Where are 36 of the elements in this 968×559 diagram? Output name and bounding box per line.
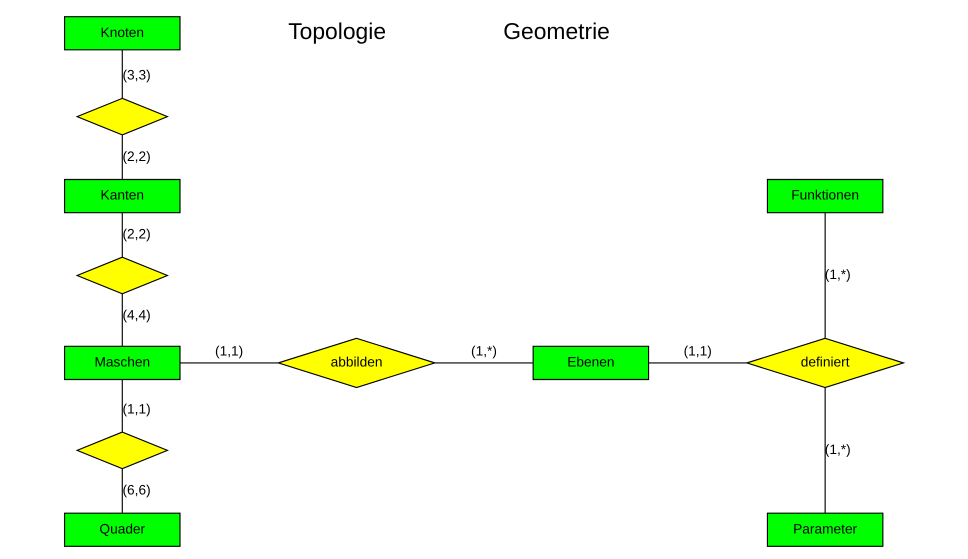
node-diamond [76, 256, 169, 294]
node-box: Kanten [64, 178, 181, 214]
connector [122, 380, 123, 432]
node-diamond [76, 431, 169, 470]
edge-label: (6,6) [122, 482, 151, 498]
edge-label: (1,1) [684, 344, 712, 359]
node-diamond [76, 98, 169, 136]
edge-label: (3,3) [122, 68, 151, 83]
edge-label: (1,1) [122, 401, 151, 416]
connector [122, 294, 123, 346]
node-box: Maschen [64, 346, 181, 380]
connector [122, 212, 123, 258]
connector [824, 388, 826, 513]
edge-label: (1,1) [215, 344, 244, 359]
edge-label: (4,4) [122, 308, 151, 323]
edge-label: (2,2) [122, 226, 151, 242]
edge-label: (2,2) [122, 148, 151, 164]
label: Topologie [288, 18, 386, 44]
node-box: Knoten [64, 16, 181, 50]
edge-label: (1,*) [824, 267, 851, 282]
connector [122, 135, 123, 180]
node-box: Parameter [766, 512, 884, 547]
node-diamond: abbilden [276, 338, 437, 388]
label: Geometrie [503, 18, 610, 44]
edge-label: (1,*) [471, 344, 497, 359]
connector [824, 212, 826, 338]
connector [648, 362, 747, 364]
node-box: Quader [64, 512, 181, 547]
edge-label: (1,*) [824, 442, 851, 457]
connector [180, 362, 278, 364]
node-box: Ebenen [532, 346, 650, 380]
connector [122, 50, 123, 98]
node-box: Funktionen [766, 178, 884, 214]
node-diamond: definiert [744, 338, 906, 388]
connector [122, 469, 123, 513]
connector [434, 362, 533, 364]
